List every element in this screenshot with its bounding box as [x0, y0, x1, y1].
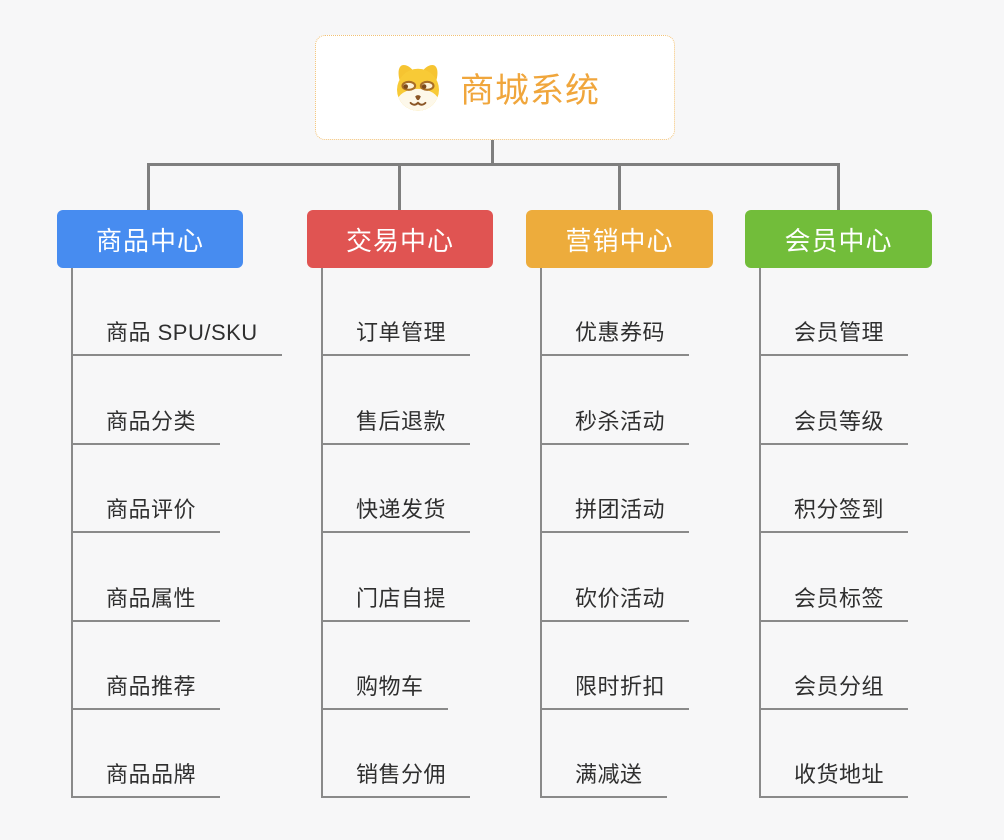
root-node-title: 商城系统	[460, 72, 600, 110]
branch-items-marketing-center: 优惠券码 秒杀活动 拼团活动 砍价活动 限时折扣 满减送	[540, 268, 690, 799]
mindmap-item[interactable]: 购物车	[321, 621, 448, 710]
mindmap-item[interactable]: 会员分组	[759, 621, 909, 710]
mindmap-item[interactable]: 门店自提	[321, 533, 471, 622]
branch-node-trade-center[interactable]: 交易中心	[307, 210, 493, 268]
connector-branch-stub	[398, 163, 401, 210]
mindmap-item[interactable]: 销售分佣	[321, 709, 471, 799]
mindmap-item[interactable]: 会员等级	[759, 356, 909, 445]
branch-items-member-center: 会员管理 会员等级 积分签到 会员标签 会员分组 收货地址	[759, 268, 909, 799]
mindmap-item[interactable]: 快递发货	[321, 444, 471, 534]
branch-node-marketing-center[interactable]: 营销中心	[526, 210, 713, 268]
mindmap-item[interactable]: 会员管理	[759, 268, 909, 357]
mindmap-item[interactable]: 优惠券码	[540, 268, 690, 357]
connector-branch-stub	[837, 163, 840, 210]
branch-node-product-center[interactable]: 商品中心	[57, 210, 243, 268]
connector-branch-stub	[618, 163, 621, 210]
connector-root-stub	[491, 140, 494, 166]
mindmap-item[interactable]: 会员标签	[759, 533, 909, 622]
mindmap-item[interactable]: 满减送	[540, 709, 667, 799]
mindmap-item[interactable]: 收货地址	[759, 709, 909, 799]
mindmap-item[interactable]: 积分签到	[759, 444, 909, 534]
mindmap-item[interactable]: 拼团活动	[540, 444, 690, 534]
branch-items-product-center: 商品 SPU/SKU 商品分类 商品评价 商品属性 商品推荐 商品品牌	[71, 268, 282, 799]
branch-items-trade-center: 订单管理 售后退款 快递发货 门店自提 购物车 销售分佣	[321, 268, 471, 799]
dog-face-icon	[397, 64, 439, 111]
root-node-mall-system[interactable]: 商城系统	[315, 35, 675, 140]
mindmap-item[interactable]: 商品 SPU/SKU	[71, 268, 282, 357]
mindmap-item[interactable]: 售后退款	[321, 356, 471, 445]
mindmap-item[interactable]: 商品属性	[71, 533, 221, 622]
mindmap-item[interactable]: 商品分类	[71, 356, 221, 445]
branch-node-member-center[interactable]: 会员中心	[745, 210, 932, 268]
mindmap-item[interactable]: 秒杀活动	[540, 356, 690, 445]
connector-branch-stub	[147, 163, 150, 210]
mindmap-item[interactable]: 订单管理	[321, 268, 471, 357]
connector-horizontal-bus	[148, 163, 839, 166]
mindmap-item[interactable]: 限时折扣	[540, 621, 690, 710]
mindmap-item[interactable]: 商品评价	[71, 444, 221, 534]
mindmap-item[interactable]: 商品推荐	[71, 621, 221, 710]
mindmap-item[interactable]: 砍价活动	[540, 533, 690, 622]
mindmap-item[interactable]: 商品品牌	[71, 709, 221, 799]
